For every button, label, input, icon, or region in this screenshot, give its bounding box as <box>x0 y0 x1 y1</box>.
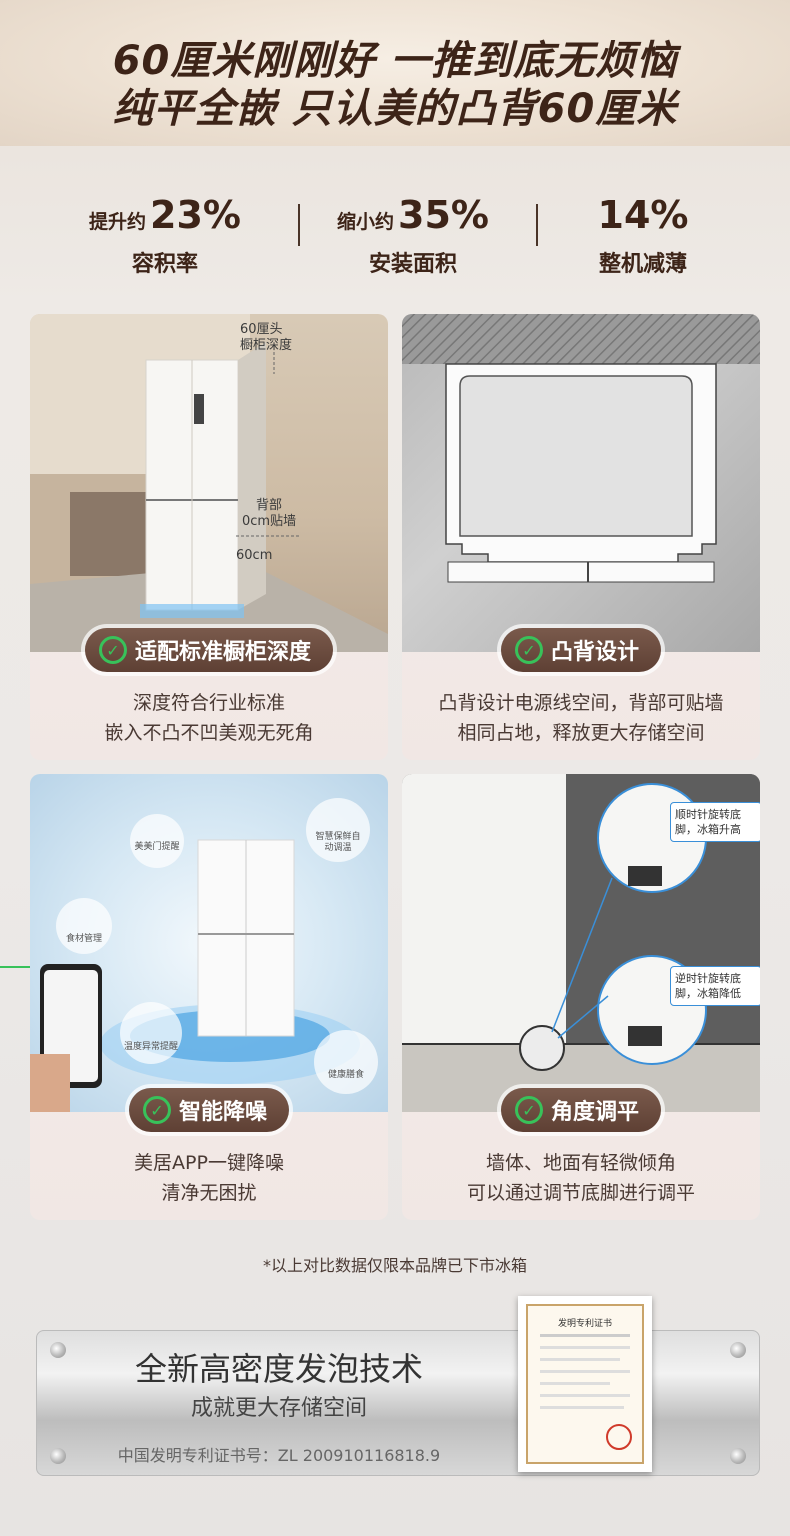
feature-bubble: 食材管理 <box>56 898 112 954</box>
feature-card-noise-reduction: 美美门提醒 智慧保鲜自动调温 食材管理 温度异常提醒 健康膳食 ✓ 智能降噪 美… <box>30 774 388 1220</box>
banner-headline-2: 纯平全嵌 只认美的凸背60厘米 <box>112 86 678 132</box>
description-line-1: 深度符合行业标准 <box>132 692 285 714</box>
annotation-width: 60cm <box>236 548 273 563</box>
footnote: *以上对比数据仅限本品牌已下市冰箱 <box>262 1256 527 1275</box>
check-icon: ✓ <box>142 1096 171 1124</box>
feature-card-convex-back: ✓ 凸背设计 凸背设计电源线空间，背部可贴墙 相同占地，释放更大存储空间 <box>402 314 760 760</box>
stat-label: 安装面积 <box>368 252 457 277</box>
panel-subtitle: 成就更大存储空间 <box>190 1396 367 1421</box>
description-line-2: 嵌入不凸不凹美观无死角 <box>104 722 314 744</box>
description-line-2: 相同占地，释放更大存储空间 <box>457 722 705 744</box>
feature-title-pill: ✓ 智能降噪 <box>128 1088 290 1132</box>
stat-label: 容积率 <box>131 252 198 277</box>
feature-title: 凸背设计 <box>550 640 640 665</box>
stat-label: 整机减薄 <box>598 252 687 277</box>
feature-bubble: 健康膳食 <box>314 1030 378 1094</box>
feature-description: 墙体、地面有轻微倾角 可以通过调节底脚进行调平 <box>402 1148 760 1208</box>
stat-prefix: 缩小约 <box>337 211 395 233</box>
feature-title-pill: ✓ 适配标准橱柜深度 <box>84 628 334 672</box>
check-icon: ✓ <box>514 1096 543 1124</box>
description-line-1: 墙体、地面有轻微倾角 <box>485 1152 676 1174</box>
feature-title: 智能降噪 <box>178 1100 268 1125</box>
bolt-icon <box>50 1342 66 1358</box>
annotation-back-2: 0cm贴墙 <box>242 514 297 529</box>
feature-title-pill: ✓ 凸背设计 <box>500 628 662 672</box>
feature-card-cabinet-depth: 60厘头 橱柜深度 背部 0cm贴墙 60cm ✓ 适配标准橱柜深度 深度符合行… <box>30 314 388 760</box>
feature-title-pill: ✓ 角度调平 <box>500 1088 662 1132</box>
edge-marker <box>0 966 30 968</box>
annotation-depth-2: 橱柜深度 <box>240 338 293 353</box>
callout-raise: 顺时针旋转底脚，冰箱升高 <box>670 802 760 842</box>
check-icon: ✓ <box>98 636 127 664</box>
smart-app-image: 美美门提醒 智慧保鲜自动调温 食材管理 温度异常提醒 健康膳食 <box>30 774 388 1112</box>
feature-title: 角度调平 <box>550 1100 640 1125</box>
feature-description: 凸背设计电源线空间，背部可贴墙 相同占地，释放更大存储空间 <box>402 688 760 748</box>
stat-value: 35% <box>398 193 489 237</box>
leveling-feet-image: 顺时针旋转底脚，冰箱升高 逆时针旋转底脚，冰箱降低 <box>402 774 760 1112</box>
feature-card-angle-leveling: 顺时针旋转底脚，冰箱升高 逆时针旋转底脚，冰箱降低 ✓ 角度调平 墙体、地面有轻… <box>402 774 760 1220</box>
patent-number: 中国发明专利证书号：ZL 200910116818.9 <box>117 1446 441 1465</box>
description-line-2: 可以通过调节底脚进行调平 <box>466 1182 695 1204</box>
feature-bubble: 智慧保鲜自动调温 <box>306 798 370 862</box>
annotation-depth-1: 60厘头 <box>240 322 283 337</box>
bolt-icon <box>730 1342 746 1358</box>
stat-value: 14% <box>597 193 689 237</box>
stat-divider <box>298 204 300 246</box>
certificate-title: 发明专利证书 <box>557 1319 612 1329</box>
check-icon: ✓ <box>514 636 543 664</box>
feature-description: 深度符合行业标准 嵌入不凸不凹美观无死角 <box>30 688 388 748</box>
description-line-1: 美居APP一键降噪 <box>134 1152 284 1174</box>
panel-title: 全新高密度发泡技术 <box>134 1350 423 1388</box>
top-banner: 60厘米刚刚好 一推到底无烦恼 纯平全嵌 只认美的凸背60厘米 <box>0 0 790 146</box>
stat-thin: 14% 整机减薄 <box>538 186 748 278</box>
feature-bubble: 温度异常提醒 <box>120 1002 182 1064</box>
stat-prefix: 提升约 <box>89 211 147 233</box>
feature-title: 适配标准橱柜深度 <box>134 640 312 665</box>
description-line-2: 清净无困扰 <box>161 1182 257 1204</box>
seal-icon <box>606 1424 632 1450</box>
fridge-in-cabinet-image: 60厘头 橱柜深度 背部 0cm贴墙 60cm <box>30 314 388 652</box>
banner-headline-1: 60厘米刚刚好 一推到底无烦恼 <box>112 38 678 84</box>
feature-bubble: 美美门提醒 <box>130 814 184 868</box>
patent-certificate-image: 发明专利证书 <box>518 1296 652 1472</box>
description-line-1: 凸背设计电源线空间，背部可贴墙 <box>438 692 724 714</box>
bolt-icon <box>730 1448 746 1464</box>
convex-back-diagram <box>402 314 760 652</box>
stat-divider <box>536 204 538 246</box>
feature-description: 美居APP一键降噪 清净无困扰 <box>30 1148 388 1208</box>
stat-value: 23% <box>150 193 241 237</box>
bolt-icon <box>50 1448 66 1464</box>
annotation-back-1: 背部 <box>256 498 283 513</box>
callout-lower: 逆时针旋转底脚，冰箱降低 <box>670 966 760 1006</box>
